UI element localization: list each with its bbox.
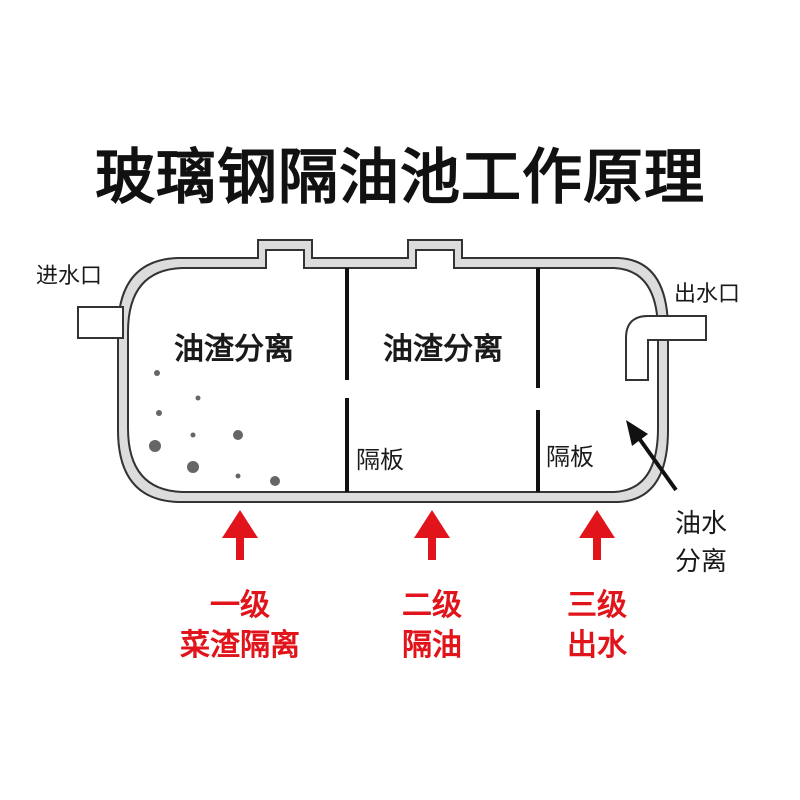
- particle: [187, 461, 199, 473]
- oil-water-pointer-line: [634, 432, 678, 492]
- stage-arrow-2: [414, 510, 450, 560]
- oil-water-line-2: 分离: [675, 547, 728, 577]
- tank-inner-cavity: [127, 249, 659, 493]
- sediment-particles: [149, 370, 280, 486]
- oil-water-pointer-head: [626, 420, 648, 446]
- particle: [233, 430, 243, 440]
- particle: [149, 440, 161, 452]
- particle: [154, 370, 160, 376]
- stage-1-label: 一级 菜渣隔离: [170, 586, 310, 666]
- upper-baffle-2: [536, 268, 540, 388]
- particle: [235, 473, 241, 479]
- inlet-pipe: [77, 306, 124, 339]
- lower-baffle-2: [536, 410, 540, 492]
- lower-baffle-1: [345, 398, 349, 492]
- stage-arrow-1: [222, 510, 258, 560]
- outlet-pipe: [625, 315, 707, 381]
- baffle-2-label: 隔板: [546, 443, 594, 471]
- stage-1-desc: 菜渣隔离: [180, 628, 300, 663]
- inlet-label: 进水口: [36, 264, 103, 289]
- particle: [270, 476, 280, 486]
- chamber-1-label: 油渣分离: [174, 332, 294, 367]
- chamber-2-label: 油渣分离: [383, 332, 503, 367]
- stage-2-level: 二级: [402, 588, 462, 623]
- baffle-1-label: 隔板: [356, 446, 404, 474]
- particle: [156, 410, 162, 416]
- page-title: 玻璃钢隔油池工作原理: [95, 143, 705, 213]
- stage-arrow-3: [579, 510, 615, 560]
- particle: [195, 395, 201, 401]
- outlet-label: 出水口: [674, 282, 741, 307]
- stage-3-label: 三级 出水: [547, 586, 647, 666]
- stage-3-desc: 出水: [567, 628, 627, 663]
- oil-water-label: 油水 分离: [675, 505, 727, 581]
- particle: [190, 432, 196, 438]
- stage-2-label: 二级 隔油: [382, 586, 482, 666]
- upper-baffle-1: [345, 268, 349, 380]
- stage-1-level: 一级: [210, 588, 270, 623]
- oil-water-line-1: 油水: [675, 509, 728, 539]
- stage-2-desc: 隔油: [402, 628, 462, 663]
- stage-3-level: 三级: [567, 588, 627, 623]
